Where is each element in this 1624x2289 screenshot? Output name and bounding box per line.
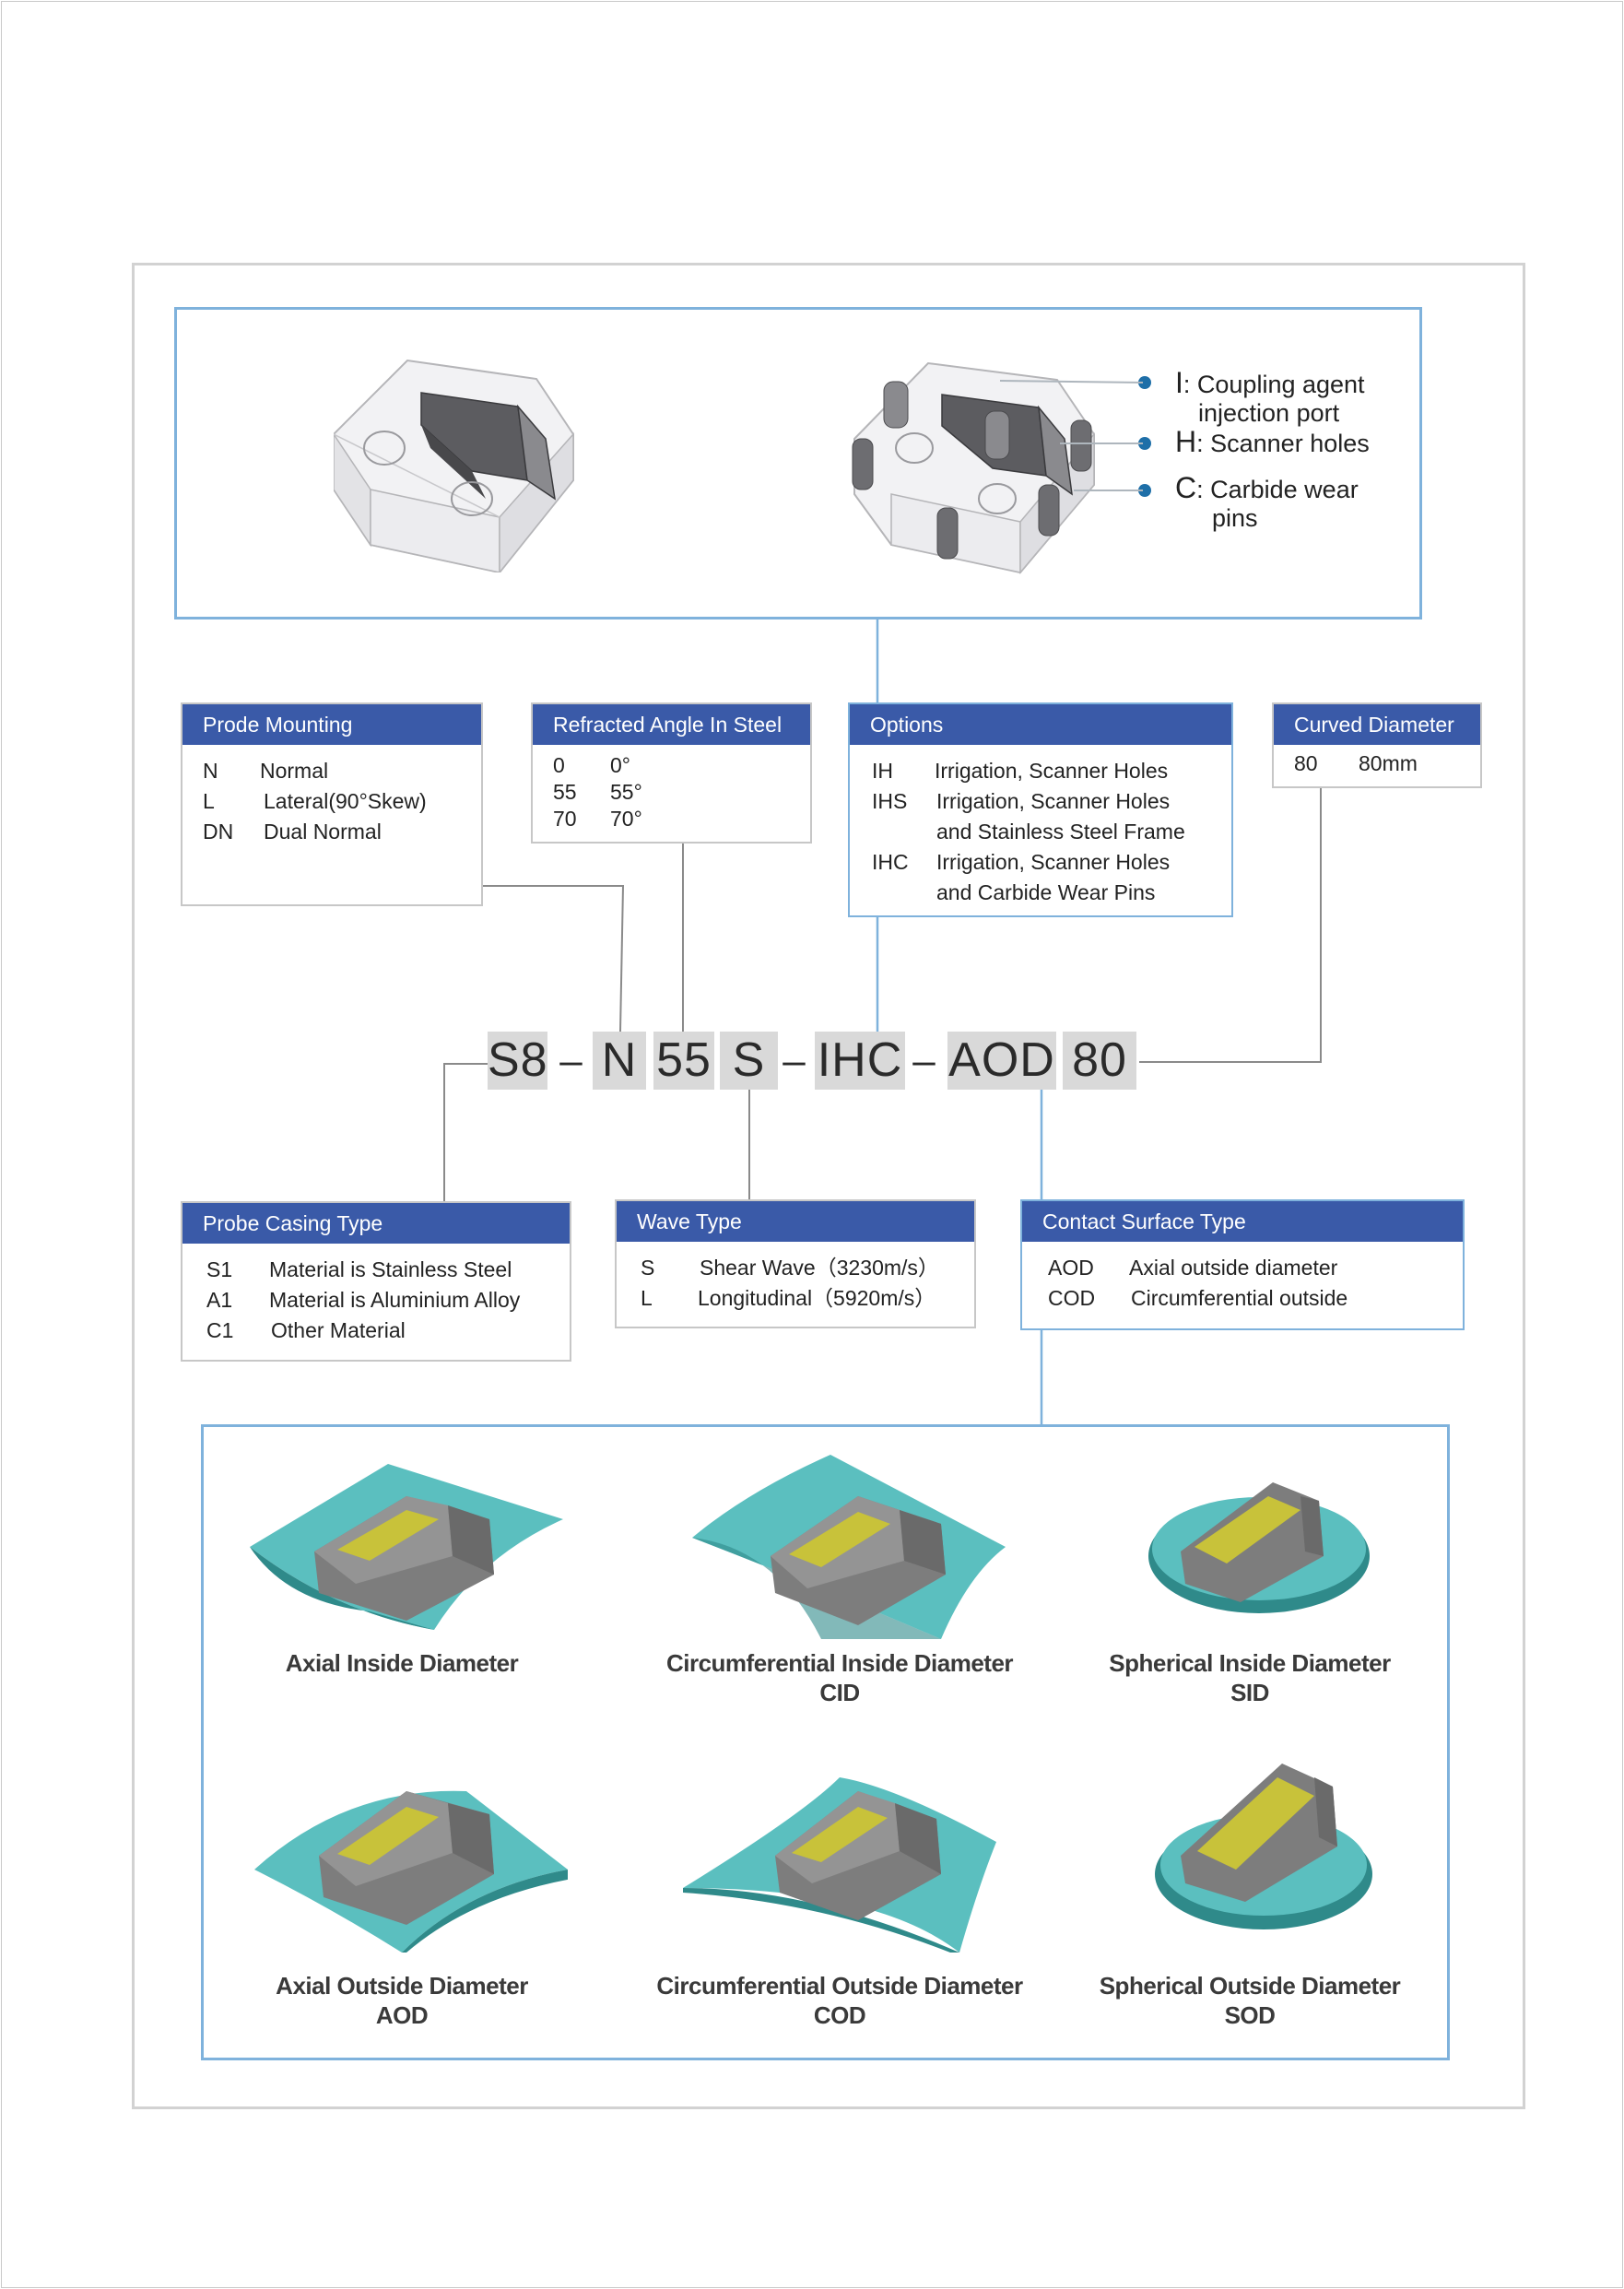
surface-illustration-circumferential-inside	[692, 1455, 1006, 1639]
callout-dot-i	[1138, 376, 1151, 389]
box-title: Options	[850, 704, 1231, 745]
box-title: Refracted Angle In Steel	[533, 704, 810, 745]
code-segment-options: IHC	[815, 1032, 905, 1090]
code-segment-mounting: N	[593, 1032, 646, 1090]
callout-carbide-pins: C: Carbide wear pins	[1175, 471, 1359, 532]
code-segment-angle: 55	[653, 1032, 714, 1090]
list-item: and Stainless Steel Frame	[936, 820, 1185, 844]
box-title: Probe Casing Type	[182, 1203, 570, 1244]
probe-render-panel	[174, 307, 1422, 619]
callout-scanner-holes: H: Scanner holes	[1175, 425, 1370, 458]
box-title: Contact Surface Type	[1022, 1201, 1463, 1242]
code-separator: –	[912, 1038, 936, 1083]
surface-illustration-spherical-inside	[1148, 1482, 1370, 1613]
box-title: Curved Diameter	[1274, 704, 1480, 745]
code-separator: –	[783, 1038, 806, 1083]
surface-illustration-spherical-outside	[1155, 1764, 1372, 1929]
probe-render-options	[852, 361, 1095, 575]
surface-illustration-circumferential-outside	[683, 1777, 996, 1953]
code-segment-surface: AOD	[947, 1032, 1056, 1090]
list-item: and Carbide Wear Pins	[936, 880, 1156, 904]
code-segment-wave: S	[720, 1032, 778, 1090]
contact-surface-panel: Axial Inside Diameter Circumferential In…	[201, 1424, 1450, 2060]
callout-dot-h	[1138, 437, 1151, 450]
probe-render-basic	[334, 359, 574, 572]
caption-axial-inside: Axial Inside Diameter	[285, 1649, 519, 1677]
callout-dot-c	[1138, 484, 1151, 497]
surface-illustration-axial-outside	[254, 1790, 568, 1953]
box-title: Wave Type	[617, 1201, 974, 1242]
callout-coupling-port: I: Coupling agent injection port	[1175, 366, 1365, 427]
surface-illustration-axial-inside	[250, 1464, 563, 1630]
outer-frame	[132, 263, 1525, 2109]
code-separator: –	[559, 1038, 583, 1083]
code-segment-diameter: 80	[1063, 1032, 1136, 1090]
code-segment-series: S8	[488, 1032, 547, 1090]
box-title: Prode Mounting	[182, 704, 481, 745]
